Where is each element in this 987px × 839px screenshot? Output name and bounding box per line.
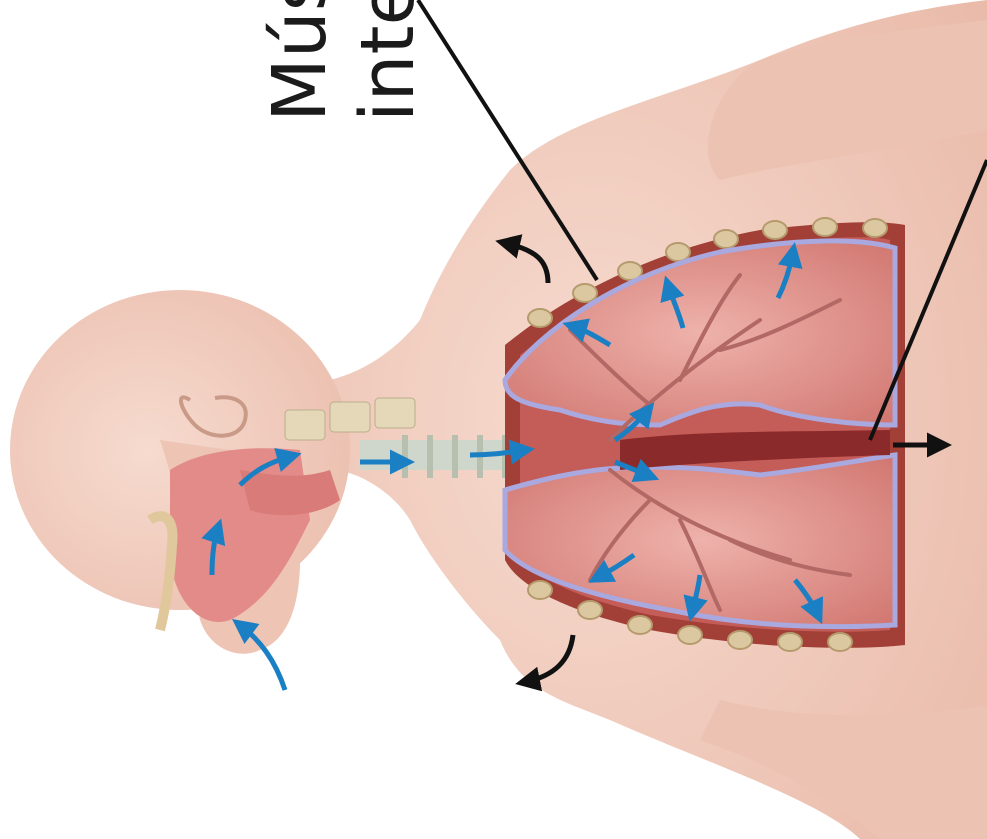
label-line-2: interc [345,0,431,122]
label-line-1: Músc [257,0,343,122]
intercostal-muscle-label: Músc interc [257,0,431,122]
